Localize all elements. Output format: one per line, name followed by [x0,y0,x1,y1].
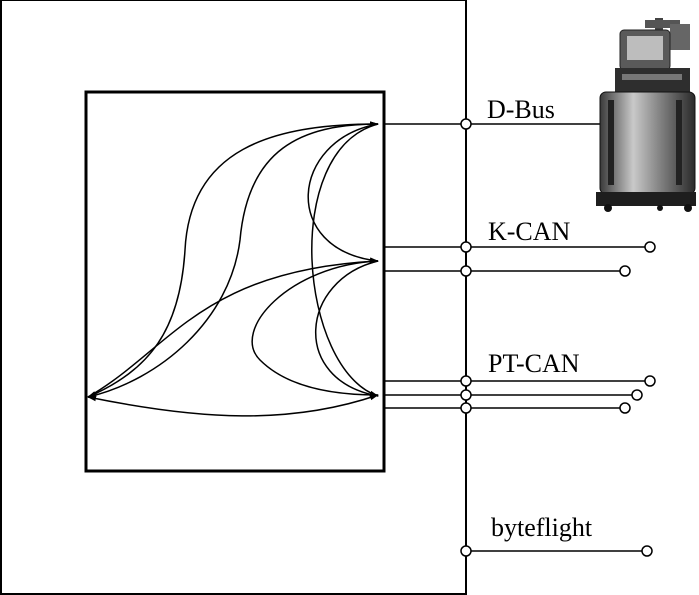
bus-terminals [619,241,656,557]
route-arrow [311,123,379,397]
route-arrow [87,394,379,417]
route-arrow [87,121,379,398]
node [460,545,472,557]
node [460,389,472,401]
terminal [619,265,631,277]
route-arrow [87,121,379,398]
kcan-label: K-CAN [488,217,571,246]
diagnostic-tester-cart-icon [596,18,696,212]
outer-frame [0,0,467,595]
connection-nodes [460,118,472,557]
terminal [641,545,653,557]
node [460,265,472,277]
dbus-label: D-Bus [487,95,555,124]
node [460,241,472,253]
routing-arrows [87,121,379,417]
route-arrow [314,260,379,398]
route-arrow [87,258,379,398]
gateway-box [84,90,386,473]
terminal [644,241,656,253]
node [460,118,472,130]
terminal [644,375,656,387]
byteflight-label: byteflight [491,513,593,542]
node [460,402,472,414]
route-arrow [307,123,379,263]
terminal [631,389,643,401]
terminal [619,402,631,414]
ptcan-label: PT-CAN [488,349,580,378]
node [460,375,472,387]
bus-lines [384,123,645,552]
